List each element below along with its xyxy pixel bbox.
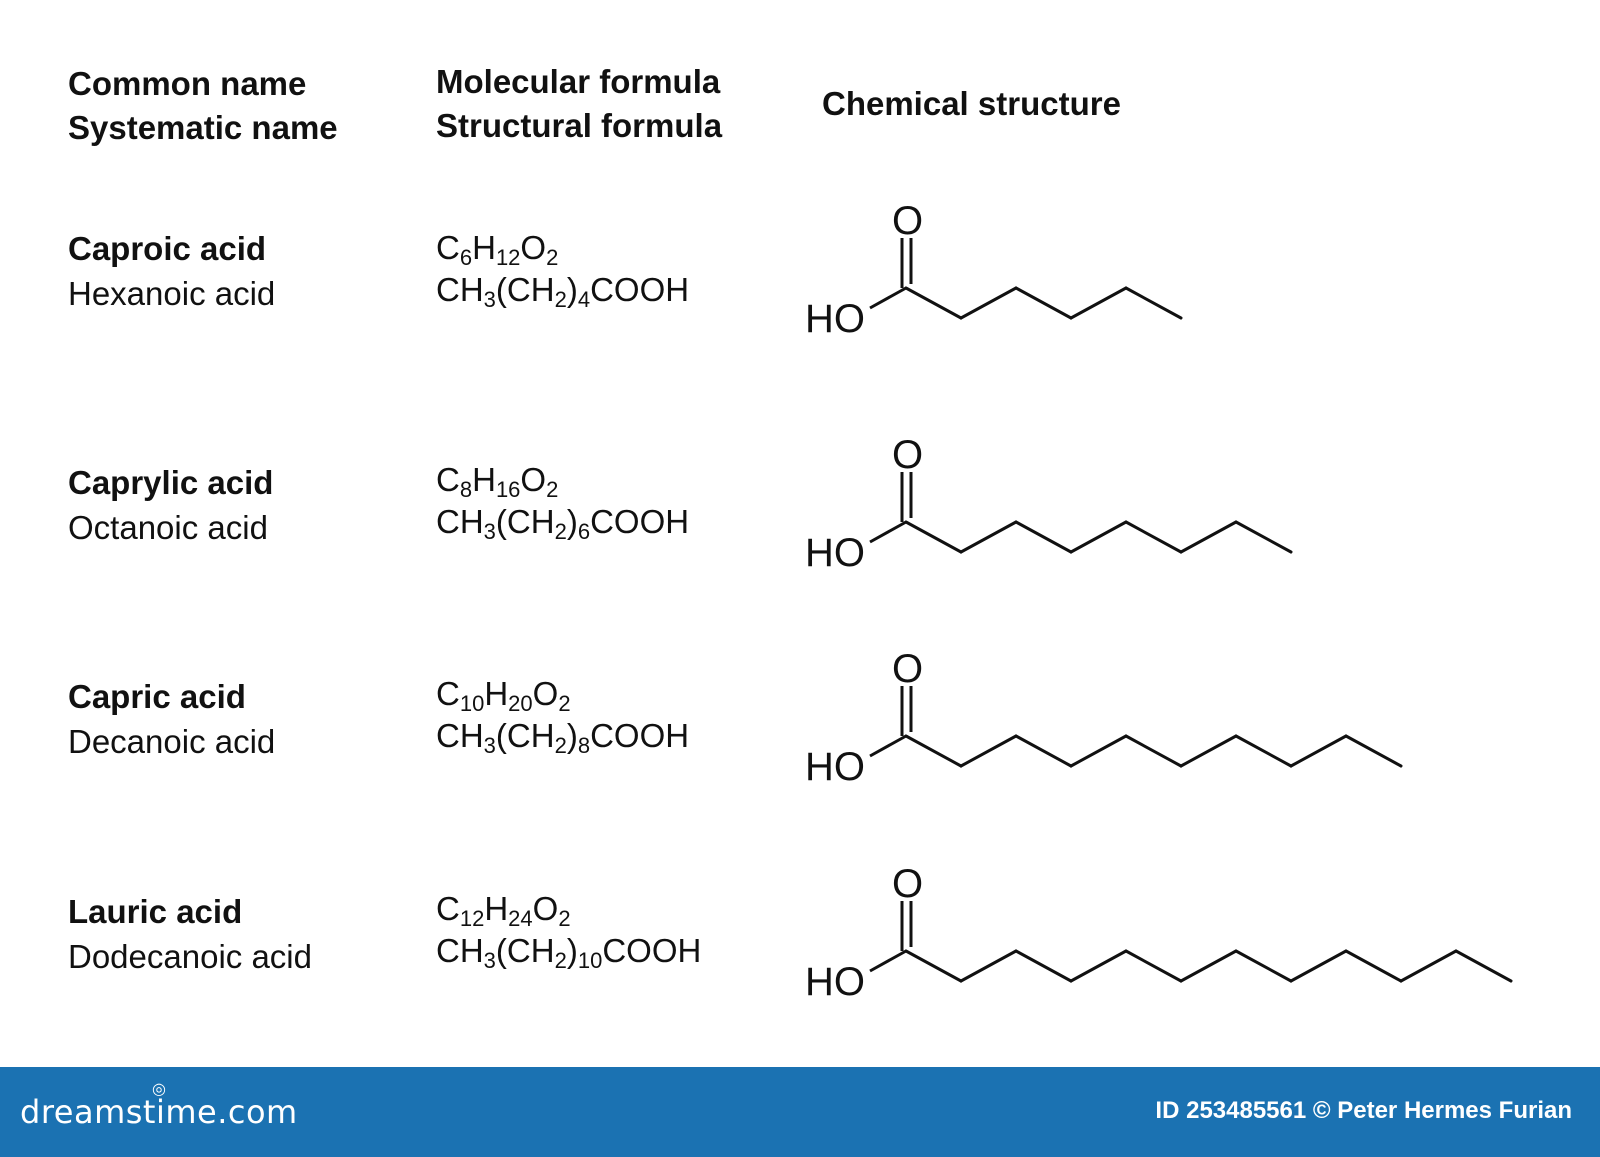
- header-names: Common name Systematic name: [68, 62, 338, 150]
- acid-formulas: C8H16O2 CH3(CH2)6COOH: [436, 459, 689, 543]
- chemical-structure: O HO: [805, 647, 1403, 789]
- hydroxyl-label: HO: [805, 531, 865, 575]
- carbon-chain-bond: [1124, 520, 1183, 554]
- carbon-chain-bond: [1069, 286, 1128, 320]
- carbon-chain-bond: [1069, 520, 1128, 554]
- chemical-structure: O HO: [805, 862, 1513, 1004]
- molecular-formula: C8H16O2: [436, 461, 559, 502]
- oxygen-label: O: [892, 433, 923, 477]
- header-formulas: Molecular formula Structural formula: [436, 60, 722, 148]
- chemical-structure: O HO: [805, 433, 1293, 575]
- carbon-chain-bond: [1014, 734, 1073, 768]
- carbon-chain-bond: [1344, 949, 1403, 983]
- carbon-chain-bond: [1289, 734, 1348, 768]
- carbon-chain-bond: [1014, 286, 1073, 320]
- molecular-formula: C10H20O2: [436, 675, 571, 716]
- image-credit: ID 253485561 © Peter Hermes Furian: [1155, 1097, 1572, 1124]
- carbon-chain-bond: [959, 520, 1018, 554]
- carbon-chain-bond: [1069, 949, 1128, 983]
- carbon-chain-bond: [1124, 949, 1183, 983]
- structural-formula: CH3(CH2)8COOH: [436, 717, 690, 758]
- carbon-chain-bond: [1124, 734, 1183, 768]
- carbon-chain-bond: [1124, 286, 1183, 320]
- carbon-chain-bond: [1234, 520, 1293, 554]
- hydroxyl-bond: [869, 286, 907, 310]
- carbon-chain-bond: [1179, 734, 1238, 768]
- carbon-chain-bond: [1179, 949, 1238, 983]
- carbon-chain-bond: [1014, 520, 1073, 554]
- acid-formulas: C12H24O2 CH3(CH2)10COOH: [436, 888, 701, 972]
- molecular-formula: C12H24O2: [436, 890, 571, 931]
- carbon-chain-bond: [1069, 734, 1128, 768]
- common-name: Caprylic acid: [68, 464, 274, 501]
- header-structural-formula: Structural formula: [436, 107, 723, 144]
- acid-row: Capric acid Decanoic acid C10H20O2 CH3(C…: [0, 647, 1600, 878]
- hydroxyl-bond: [869, 949, 907, 973]
- acid-row: Caprylic acid Octanoic acid C8H16O2 CH3(…: [0, 433, 1600, 664]
- structural-formula: CH3(CH2)4COOH: [436, 271, 690, 312]
- acid-names: Lauric acid Dodecanoic acid: [68, 889, 312, 979]
- acid-formulas: C10H20O2 CH3(CH2)8COOH: [436, 673, 689, 757]
- oxygen-label: O: [892, 862, 923, 906]
- carbon-chain-bond: [904, 520, 963, 554]
- acid-names: Capric acid Decanoic acid: [68, 674, 275, 764]
- systematic-name: Octanoic acid: [68, 509, 268, 546]
- carbon-chain-bond: [959, 949, 1018, 983]
- hydroxyl-label: HO: [805, 745, 865, 789]
- carbon-chain-bond: [1014, 949, 1073, 983]
- hydroxyl-label: HO: [805, 960, 865, 1004]
- hydroxyl-bond: [869, 520, 907, 544]
- logo-swirl-icon: ◎: [152, 1081, 166, 1098]
- acid-row: Lauric acid Dodecanoic acid C12H24O2 CH3…: [0, 862, 1600, 1093]
- chemical-structure: O HO: [805, 199, 1183, 341]
- structural-formula: CH3(CH2)6COOH: [436, 503, 690, 544]
- systematic-name: Dodecanoic acid: [68, 938, 312, 975]
- carbon-chain-bond: [1179, 520, 1238, 554]
- carbon-chain-bond: [1234, 734, 1293, 768]
- carbon-chain-bond: [1289, 949, 1348, 983]
- carbon-chain-bond: [1454, 949, 1513, 983]
- oxygen-label: O: [892, 199, 923, 243]
- brand-logo[interactable]: dreamstime.com: [20, 1093, 298, 1131]
- acid-names: Caproic acid Hexanoic acid: [68, 226, 275, 316]
- structural-formula: CH3(CH2)10COOH: [436, 932, 702, 973]
- hydroxyl-bond: [869, 734, 907, 758]
- header-common-name: Common name: [68, 65, 307, 102]
- carbon-chain-bond: [1399, 949, 1458, 983]
- carbon-chain-bond: [959, 286, 1018, 320]
- carbon-chain-bond: [1344, 734, 1403, 768]
- common-name: Caproic acid: [68, 230, 267, 267]
- acid-row: Caproic acid Hexanoic acid C6H12O2 CH3(C…: [0, 199, 1600, 430]
- footer-bar: dreamstime.com ◎ ID 253485561 © Peter He…: [0, 1067, 1600, 1157]
- systematic-name: Hexanoic acid: [68, 275, 276, 312]
- carbon-chain-bond: [904, 286, 963, 320]
- carbon-chain-bond: [904, 734, 963, 768]
- common-name: Lauric acid: [68, 893, 243, 930]
- carbon-chain-bond: [1234, 949, 1293, 983]
- header-systematic-name: Systematic name: [68, 109, 338, 146]
- common-name: Capric acid: [68, 678, 246, 715]
- molecular-formula: C6H12O2: [436, 229, 559, 270]
- systematic-name: Decanoic acid: [68, 723, 276, 760]
- oxygen-label: O: [892, 647, 923, 691]
- acid-formulas: C6H12O2 CH3(CH2)4COOH: [436, 227, 689, 311]
- header-molecular-formula: Molecular formula: [436, 63, 721, 100]
- header-chemical-structure: Chemical structure: [822, 85, 1121, 122]
- hydroxyl-label: HO: [805, 297, 865, 341]
- acid-names: Caprylic acid Octanoic acid: [68, 460, 273, 550]
- carbon-chain-bond: [904, 949, 963, 983]
- carbon-chain-bond: [959, 734, 1018, 768]
